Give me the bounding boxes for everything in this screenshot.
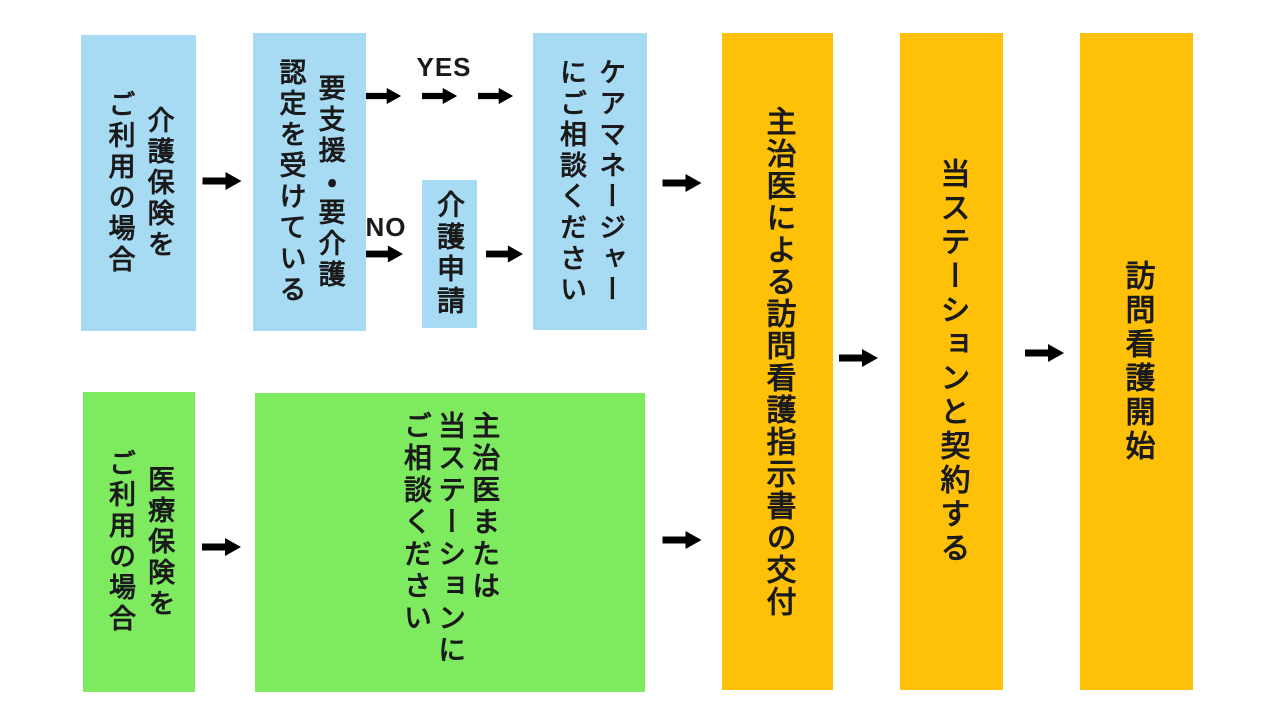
text-line: 当ステーションに (435, 411, 467, 667)
text-line: ご相談ください (400, 411, 432, 635)
box-doctor-directive: 主治医による訪問看護指示書の交付 (722, 33, 833, 690)
text-line: 主治医による訪問看護指示書の交付 (761, 105, 795, 618)
box-medical-insurance-case-text: 医療保険を ご利用の場合 (100, 449, 178, 635)
text-line: 主治医または (469, 411, 501, 603)
arrow-no-icon (366, 245, 404, 263)
arrow-right-icon (486, 245, 524, 263)
arrow-right-icon (662, 174, 702, 192)
box-care-insurance-case-text: 介護保険を ご利用の場合 (99, 90, 177, 276)
box-medical-insurance-case: 医療保険を ご利用の場合 (83, 392, 195, 692)
arrow-yes-3-icon (478, 87, 514, 105)
label-no: NO (365, 212, 407, 242)
text-line: 要支援・要介護 (314, 73, 345, 291)
arrow-yes-1-icon (366, 87, 402, 105)
box-certification-status-text: 要支援・要介護 認定を受けている (270, 58, 348, 306)
box-care-manager-consult-text: ケアマネージャー にご相談ください (551, 58, 629, 306)
arrow-right-icon (1025, 344, 1064, 362)
arrow-yes-2-icon (422, 87, 458, 105)
box-care-manager-consult: ケアマネージャー にご相談ください (533, 33, 647, 330)
text-line: 認定を受けている (275, 58, 306, 306)
label-yes: YES (416, 52, 472, 82)
box-doctor-station-consult: 主治医または 当ステーションに ご相談ください (255, 393, 645, 692)
box-doctor-directive-text: 主治医による訪問看護指示書の交付 (760, 106, 796, 618)
arrow-right-icon (202, 172, 242, 190)
text-line: 医療保険を (144, 464, 175, 620)
text-line: 訪問看護開始 (1120, 259, 1154, 464)
text-line: 当ステーションと契約する (935, 157, 969, 566)
arrow-right-icon (839, 349, 878, 367)
text-line: ケアマネージャー (595, 57, 626, 306)
box-certification-status: 要支援・要介護 認定を受けている (253, 33, 366, 331)
arrow-right-icon (202, 538, 241, 556)
box-nursing-start: 訪問看護開始 (1080, 33, 1193, 690)
text-line: ご利用の場合 (105, 449, 135, 635)
box-doctor-station-consult-text: 主治医または 当ステーションに ご相談ください (399, 411, 501, 667)
text-line: にご相談ください (556, 57, 586, 306)
text-line: 介護申請 (434, 190, 465, 318)
box-station-contract-text: 当ステーションと契約する (934, 158, 970, 566)
box-care-insurance-case: 介護保険を ご利用の場合 (81, 35, 196, 331)
text-line: 介護保険を (143, 105, 174, 261)
arrow-right-icon (662, 531, 702, 549)
box-station-contract: 当ステーションと契約する (900, 33, 1003, 690)
box-nursing-start-text: 訪問看護開始 (1119, 260, 1155, 464)
text-line: ご利用の場合 (104, 90, 135, 276)
box-care-application-text: 介護申請 (432, 190, 467, 318)
box-care-application: 介護申請 (422, 180, 477, 328)
